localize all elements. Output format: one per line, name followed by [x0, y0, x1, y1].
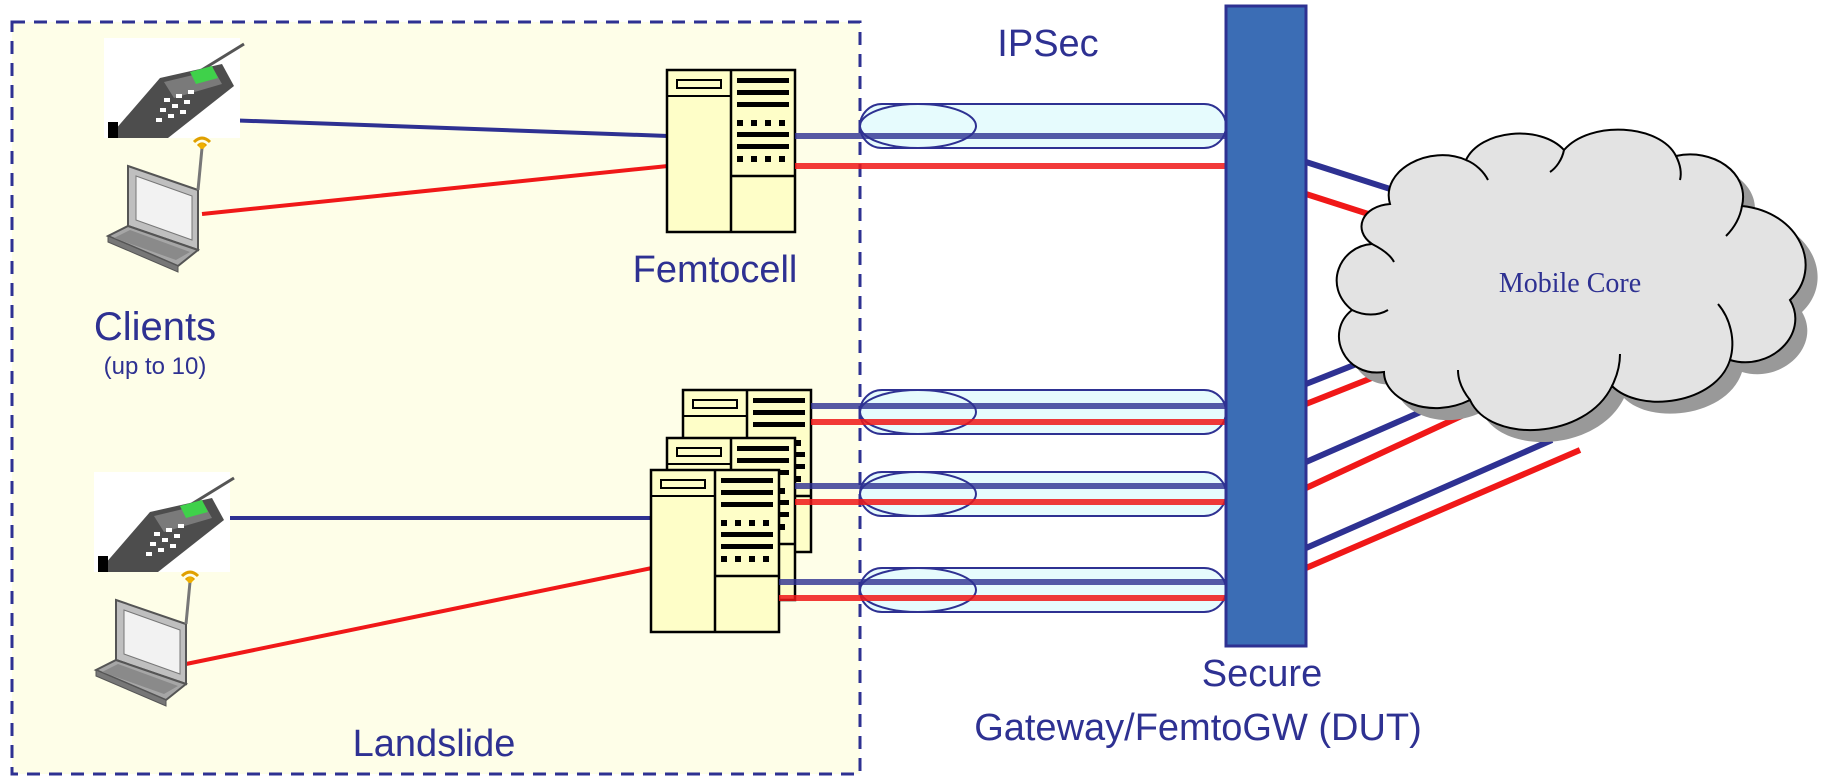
tunnel-links: [779, 133, 1226, 601]
secure-gateway: [1224, 4, 1308, 648]
ipsec-label: IPSec: [997, 23, 1098, 65]
mobile-phone-icon: [92, 470, 236, 574]
gateway-label-line1: Secure: [1202, 653, 1322, 695]
landslide-label: Landslide: [353, 723, 516, 765]
femtocell-icon: [665, 68, 797, 234]
mobile-core-label: Mobile Core: [1499, 268, 1641, 299]
cloud-icon: [1335, 128, 1818, 443]
ipsec-tunnel: [859, 567, 1227, 613]
femtocell-icon: [649, 468, 781, 634]
ipsec-tunnel: [859, 389, 1227, 435]
link-laptop2-femtocell: [185, 566, 653, 666]
clients-label: Clients: [94, 305, 216, 349]
clients-note: (up to 10): [104, 353, 207, 380]
ipsec-tunnel: [859, 471, 1227, 517]
ipsec-tunnel: [859, 103, 1227, 149]
link-laptop1-femtocell: [201, 164, 669, 216]
mobile-phone-icon: [102, 36, 246, 140]
femtocell-label: Femtocell: [633, 249, 798, 291]
gateway-label-line2: Gateway/FemtoGW (DUT): [974, 707, 1422, 749]
link-phone1-femtocell: [169, 116, 669, 138]
